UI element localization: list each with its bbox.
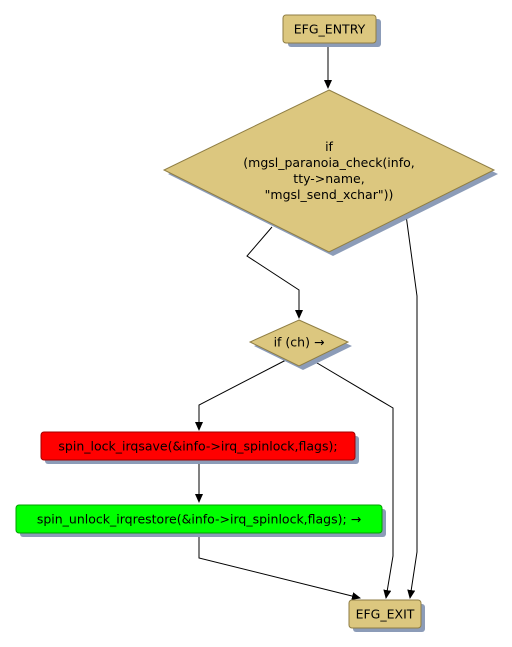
check-line-4: "mgsl_send_xchar")): [265, 187, 394, 202]
node-spin-lock[interactable]: spin_lock_irqsave(&info->irq_spinlock,fl…: [40, 431, 359, 464]
lock-label: spin_lock_irqsave(&info->irq_spinlock,fl…: [58, 439, 337, 454]
edge-check-to-if-ch: [246, 226, 303, 319]
node-efg-entry[interactable]: EFG_ENTRY: [282, 14, 381, 47]
check-line-3: tty->name,: [293, 171, 364, 186]
check-line-2: (mgsl_paranoia_check(info,: [243, 155, 414, 170]
edge-if-ch-to-exit: [311, 359, 394, 599]
node-if-ch[interactable]: if (ch) →: [248, 319, 352, 370]
exit-label: EFG_EXIT: [356, 607, 415, 622]
entry-label: EFG_ENTRY: [294, 22, 366, 37]
if-ch-label: if (ch) →: [274, 335, 325, 350]
edge-if-ch-to-lock: [195, 359, 287, 431]
node-efg-exit[interactable]: EFG_EXIT: [348, 599, 425, 632]
node-spin-unlock[interactable]: spin_unlock_irqrestore(&info->irq_spinlo…: [15, 504, 386, 537]
edge-unlock-to-exit: [198, 537, 361, 600]
check-line-1: if: [325, 139, 333, 154]
node-paranoia-check[interactable]: if (mgsl_paranoia_check(info, tty->name,…: [162, 89, 498, 256]
edge-check-to-exit: [405, 214, 418, 599]
edges: [195, 45, 418, 600]
unlock-label: spin_unlock_irqrestore(&info->irq_spinlo…: [37, 512, 361, 527]
